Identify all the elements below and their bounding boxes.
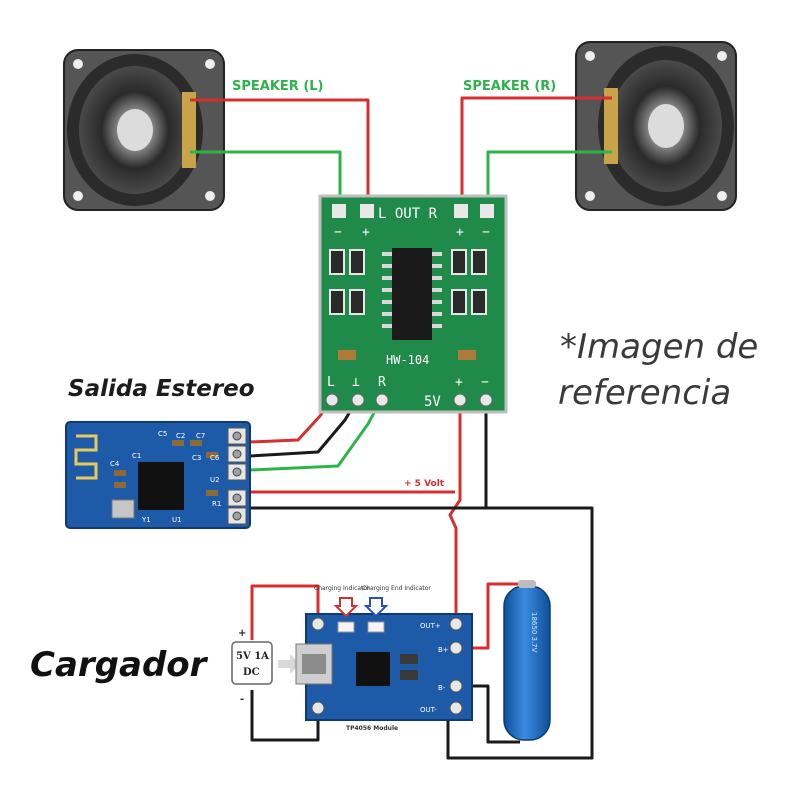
charger-out-minus: OUT- <box>420 706 437 714</box>
charger-board: OUT+ B+ B- OUT- <box>295 613 473 721</box>
amp-pin-gnd-label: ⊥ <box>352 375 360 390</box>
amp-power-minus: − <box>481 375 489 390</box>
amp-model-label: HW-104 <box>386 353 429 367</box>
dc-input: 5V 1A DC + - <box>231 628 300 705</box>
bt-c3: C3 <box>192 454 201 462</box>
charger-b-plus: B+ <box>438 646 449 654</box>
amp-top-plus-right: + <box>456 225 464 240</box>
dc-input-minus: - <box>240 694 244 705</box>
bt-c4: C4 <box>110 460 120 468</box>
reference-note-line2: referencia <box>558 373 731 413</box>
amp-pin-r-label: R <box>378 375 386 390</box>
amp-power-plus: + <box>455 375 463 390</box>
cargador-title: Cargador <box>30 645 209 685</box>
speaker-left <box>63 49 225 211</box>
bt-c2: C2 <box>176 432 185 440</box>
charger-module-name: TP4056 Module <box>346 725 398 732</box>
charging-end-indicator-label: Charging End Indicator <box>362 585 431 592</box>
amplifier-board: L OUT R − + + − <box>318 194 508 414</box>
dc-input-label-line2: DC <box>243 667 260 678</box>
bt-u1: U1 <box>172 516 182 524</box>
salida-estereo-title: Salida Estereo <box>68 376 255 402</box>
amp-pin-l-label: L <box>327 375 335 390</box>
charger-out-plus: OUT+ <box>420 622 441 630</box>
bt-y1: Y1 <box>141 516 151 524</box>
amp-out-label: L OUT R <box>378 206 438 222</box>
dc-input-label-line1: 5V 1A <box>236 651 269 662</box>
bt-c1: C1 <box>132 452 141 460</box>
bt-c6: C6 <box>210 454 220 462</box>
bt-c7: C7 <box>196 432 205 440</box>
charging-indicator-arrow-icon <box>333 597 359 618</box>
speaker-right <box>575 41 737 211</box>
reference-note-line1: *Imagen de <box>560 327 758 367</box>
charger-b-minus: B- <box>438 684 446 692</box>
battery-label: 18650 3.7V <box>530 612 538 653</box>
bluetooth-board: C5 C2 C7 C1 C3 C6 C4 U2 R1 Y1 U1 <box>65 421 251 529</box>
bt-u2: U2 <box>210 476 220 484</box>
plus-5-volt-label: + 5 Volt <box>404 479 445 489</box>
charging-indicator-label: Charging Indicator <box>314 585 370 592</box>
amp-top-minus-left: − <box>334 225 342 240</box>
bt-c5: C5 <box>158 430 167 438</box>
bt-r1: R1 <box>212 500 221 508</box>
amp-top-minus-right: − <box>482 225 490 240</box>
speaker-left-label: SPEAKER (L) <box>232 79 324 94</box>
battery-18650: 18650 3.7V <box>503 580 551 741</box>
amp-power-label: 5V <box>424 394 441 410</box>
charging-end-indicator-arrow-icon <box>363 597 389 618</box>
wires <box>190 96 612 760</box>
amp-top-plus-left: + <box>362 225 370 240</box>
speaker-right-label: SPEAKER (R) <box>463 79 556 94</box>
dc-input-plus: + <box>238 628 246 639</box>
